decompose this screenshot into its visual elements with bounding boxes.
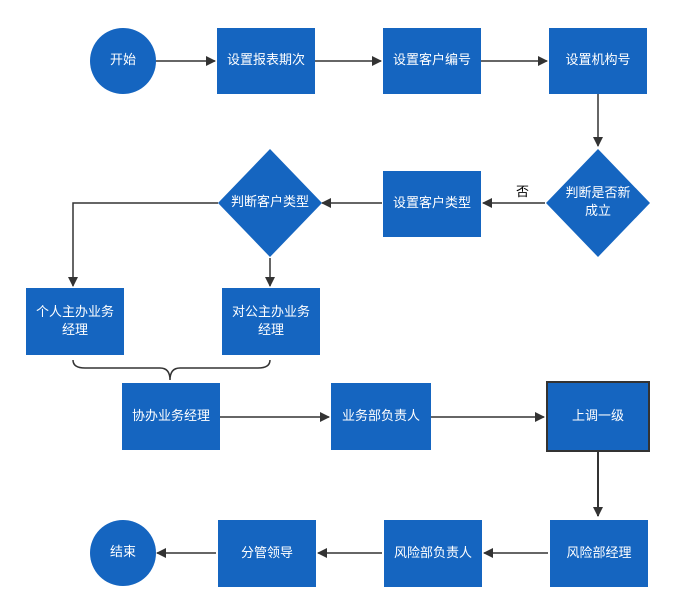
set-report-period-node: 设置报表期次 bbox=[217, 28, 315, 94]
set-org-no-node: 设置机构号 bbox=[549, 28, 647, 94]
edge-check-type-to-personal bbox=[68, 202, 218, 287]
decision-check-new-shape bbox=[546, 149, 650, 257]
risk-head-node: 风险部负责人 bbox=[384, 520, 482, 587]
merge-brace bbox=[72, 359, 271, 381]
start-node: 开始 bbox=[90, 28, 156, 94]
personal-manager-node: 个人主办业务经理 bbox=[26, 288, 124, 355]
co-manager-node: 协办业务经理 bbox=[122, 383, 220, 450]
end-node: 结束 bbox=[90, 520, 156, 586]
check-new-decision: 判断是否新成立 bbox=[565, 186, 631, 219]
risk-manager-node: 风险部经理 bbox=[550, 520, 648, 587]
set-customer-no-node: 设置客户编号 bbox=[383, 28, 481, 94]
branch-leader-node: 分管领导 bbox=[218, 520, 316, 587]
check-customer-type-decision: 判断客户类型 bbox=[230, 195, 309, 210]
escalate-node: 上调一级 bbox=[546, 381, 650, 452]
edge-label-no: 否 bbox=[516, 185, 530, 200]
set-customer-type-node: 设置客户类型 bbox=[383, 171, 481, 237]
corporate-manager-node: 对公主办业务经理 bbox=[222, 288, 320, 355]
decision-check-type-shape bbox=[218, 149, 322, 257]
business-head-node: 业务部负责人 bbox=[331, 383, 431, 450]
